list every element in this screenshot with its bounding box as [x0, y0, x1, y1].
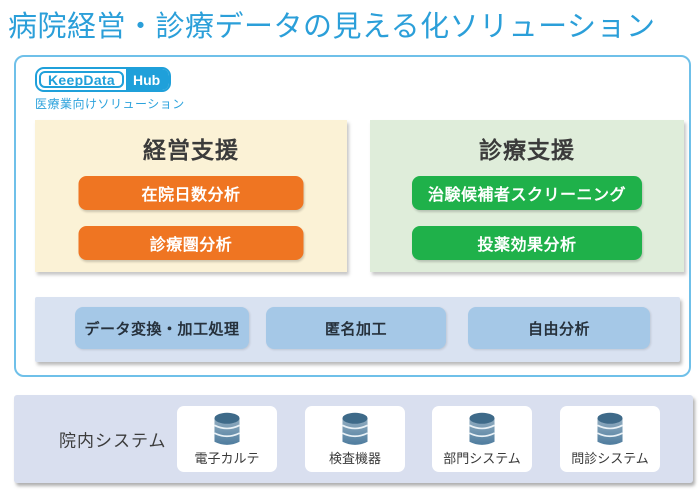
database-icon: [342, 412, 368, 445]
logo-keepdata-label: KeepData: [39, 71, 124, 88]
hospital-systems-band: 院内システム 電子カルテ: [14, 395, 693, 483]
clinical-support-panel: 診療支援 治験候補者スクリーニング 投薬効果分析: [370, 120, 684, 272]
clinical-panel-title: 診療支援: [479, 137, 575, 163]
management-panel-title: 経営支援: [143, 137, 239, 163]
keepdata-hub-logo: KeepData Hub 医療業向けソリューション: [35, 67, 185, 112]
solution-container: KeepData Hub 医療業向けソリューション 経営支援 在院日数分析 診療…: [14, 55, 691, 377]
system-card-label: 電子カルテ: [194, 451, 260, 466]
system-card-interview-system: 問診システム: [560, 406, 660, 472]
free-analysis-chip: 自由分析: [468, 307, 650, 349]
system-card-emr: 電子カルテ: [177, 406, 277, 472]
trial-candidate-screening-chip: 治験候補者スクリーニング: [412, 176, 642, 210]
logo-pill: KeepData Hub: [35, 67, 172, 92]
logo-hub-label: Hub: [125, 69, 170, 90]
logo-tagline: 医療業向けソリューション: [35, 97, 185, 111]
hospital-systems-label: 院内システム: [59, 431, 167, 451]
data-conversion-chip: データ変換・加工処理: [75, 307, 249, 349]
data-processing-band: データ変換・加工処理 匿名加工 自由分析: [35, 297, 680, 362]
database-icon: [214, 412, 240, 445]
system-card-testing-equipment: 検査機器: [305, 406, 405, 472]
length-of-stay-analysis-chip: 在院日数分析: [78, 176, 304, 210]
database-icon: [469, 412, 495, 445]
system-card-label: 検査機器: [328, 451, 381, 466]
catchment-area-analysis-chip: 診療圏分析: [78, 226, 304, 260]
database-icon: [597, 412, 623, 445]
page-title: 病院経営・診療データの見える化ソリューション: [8, 11, 656, 43]
system-card-department-system: 部門システム: [432, 406, 532, 472]
medication-effect-analysis-chip: 投薬効果分析: [412, 226, 642, 260]
system-card-label: 問診システム: [571, 451, 649, 466]
management-support-panel: 経営支援 在院日数分析 診療圏分析: [35, 120, 347, 272]
system-card-label: 部門システム: [443, 451, 521, 466]
anonymization-chip: 匿名加工: [266, 307, 446, 349]
